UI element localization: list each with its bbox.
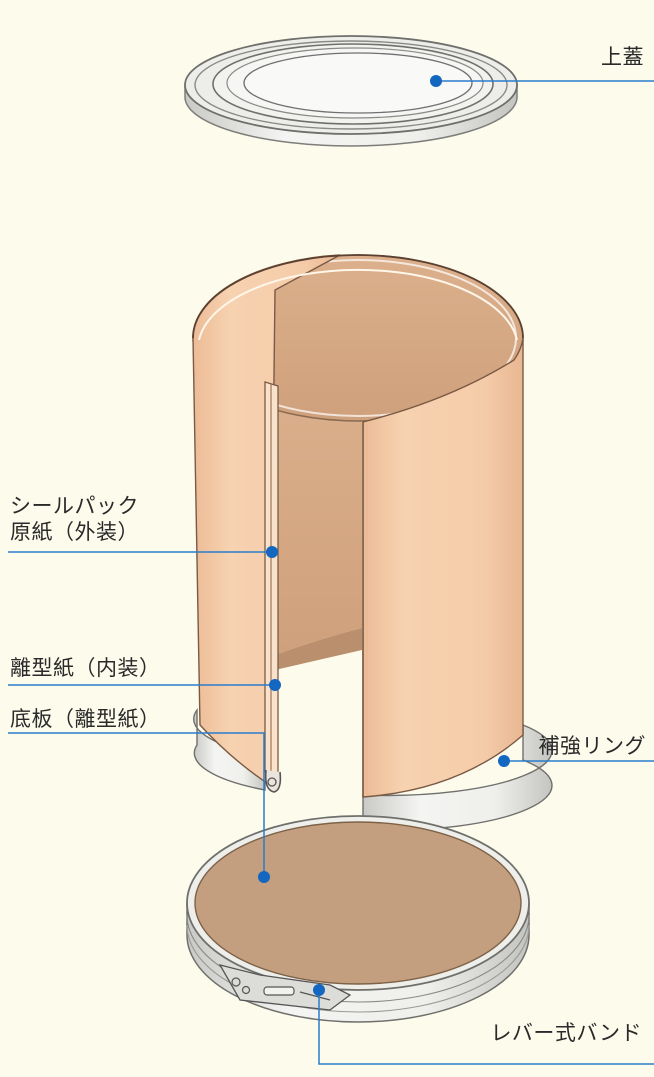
leader-dot-outer-paper: [266, 546, 278, 558]
leader-lines: [8, 80, 654, 1065]
label-outer-paper-line2: 原紙（外装）: [10, 520, 139, 544]
label-outer-paper-line1: シールパック: [10, 494, 139, 518]
label-reinforcing-ring: 補強リング: [538, 734, 646, 758]
label-lever-band: レバー式バンド: [490, 1021, 642, 1045]
leader-dot-ring: [498, 755, 510, 767]
leader-dot-top-lid: [430, 75, 442, 87]
top-lid: [184, 35, 518, 147]
leader-dot-bottom-plate: [258, 871, 270, 883]
lever-band-clasp: [218, 963, 352, 1011]
label-outer-paper: シールパック 原紙（外装）: [10, 493, 139, 545]
leader-dots: [258, 75, 510, 996]
bottom-plate: [186, 815, 530, 1023]
leader-line-lever-band: [318, 990, 654, 1065]
cylinder-body: [192, 254, 553, 832]
label-bottom-plate: 底板（離型紙）: [10, 707, 161, 731]
label-top-lid: 上蓋: [601, 45, 644, 69]
leader-dot-inner-paper: [269, 679, 281, 691]
leader-dot-lever-band: [313, 984, 325, 996]
label-inner-release-paper: 離型紙（内装）: [10, 656, 161, 680]
leader-line-bottom-plate: [8, 732, 265, 877]
